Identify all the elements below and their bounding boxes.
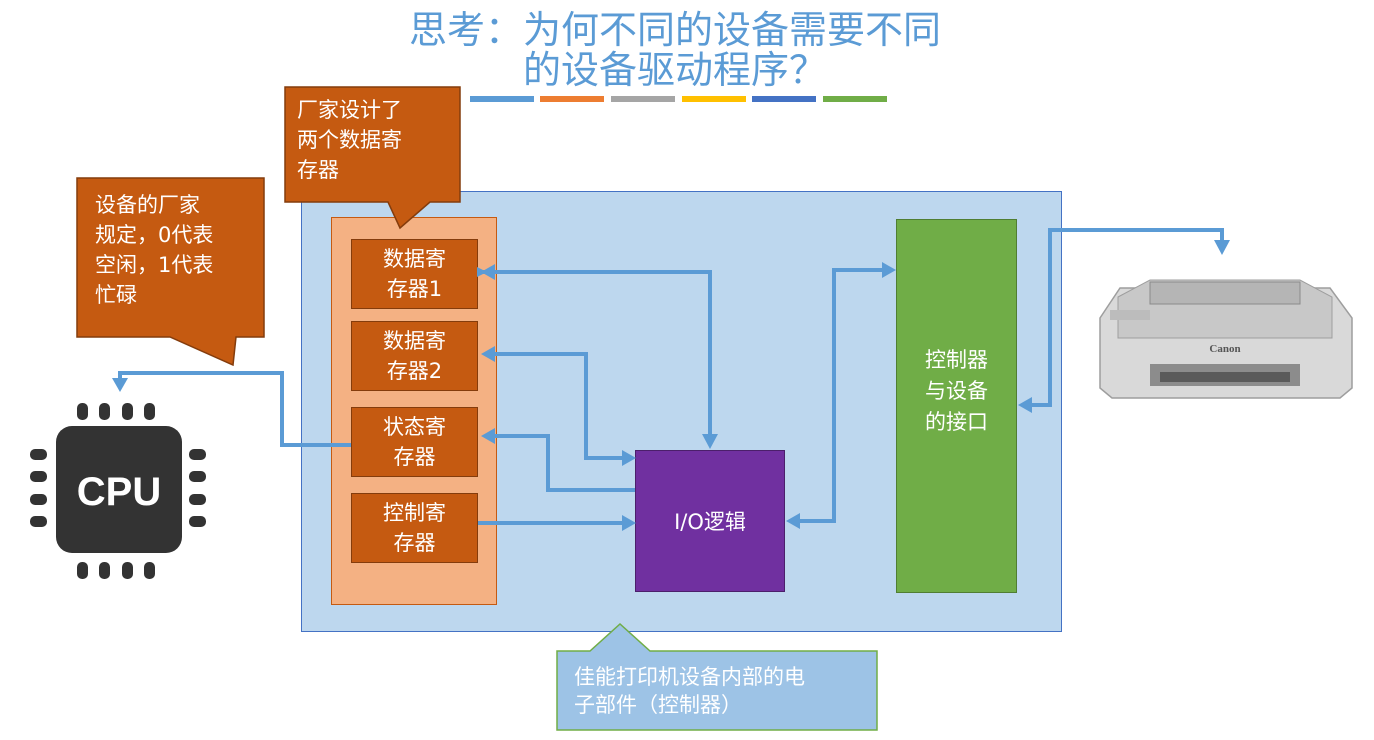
color-bar-2: [540, 96, 604, 102]
title-line-2: 的设备驱动程序？: [522, 48, 827, 92]
status-callout-shape: [76, 177, 265, 367]
io-logic-label: I/O逻辑: [674, 510, 746, 534]
color-bar-4: [682, 96, 746, 102]
slide-title: 思考：为何不同的设备需要不同 的设备驱动程序？: [380, 10, 970, 90]
cpu-label: CPU: [76, 470, 162, 514]
data-register-1: 数据寄存器1: [351, 239, 478, 309]
title-line-1: 思考：为何不同的设备需要不同: [408, 8, 941, 52]
vendor-callout-shape: [284, 86, 461, 230]
control-register: 控制寄存器: [351, 493, 478, 563]
interface-line-2: 与设备: [925, 378, 988, 403]
cpu-chip-icon: [30, 403, 206, 579]
status-register: 状态寄存器: [351, 407, 478, 477]
status-meaning-callout: 设备的厂家 规定，0代表 空闲，1代表 忙碌: [95, 193, 214, 307]
interface-line-1: 控制器: [925, 347, 988, 372]
color-bar-3: [611, 96, 675, 102]
color-bar-1: [470, 96, 534, 102]
interface-line-3: 的接口: [925, 409, 988, 434]
data-register-2: 数据寄存器2: [351, 321, 478, 391]
controller-callout-shape: [556, 622, 878, 731]
io-logic-box: I/O逻辑: [635, 450, 785, 592]
vendor-registers-callout: 厂家设计了 两个数据寄 存器: [297, 98, 402, 182]
printer-icon: [1099, 279, 1353, 399]
color-bar-5: [752, 96, 816, 102]
controller-note-callout: 佳能打印机设备内部的电 子部件（控制器）: [574, 665, 805, 717]
color-bar-6: [823, 96, 887, 102]
device-interface-box: 控制器 与设备 的接口: [896, 219, 1017, 593]
printer-brand-label: Canon: [1209, 343, 1241, 355]
